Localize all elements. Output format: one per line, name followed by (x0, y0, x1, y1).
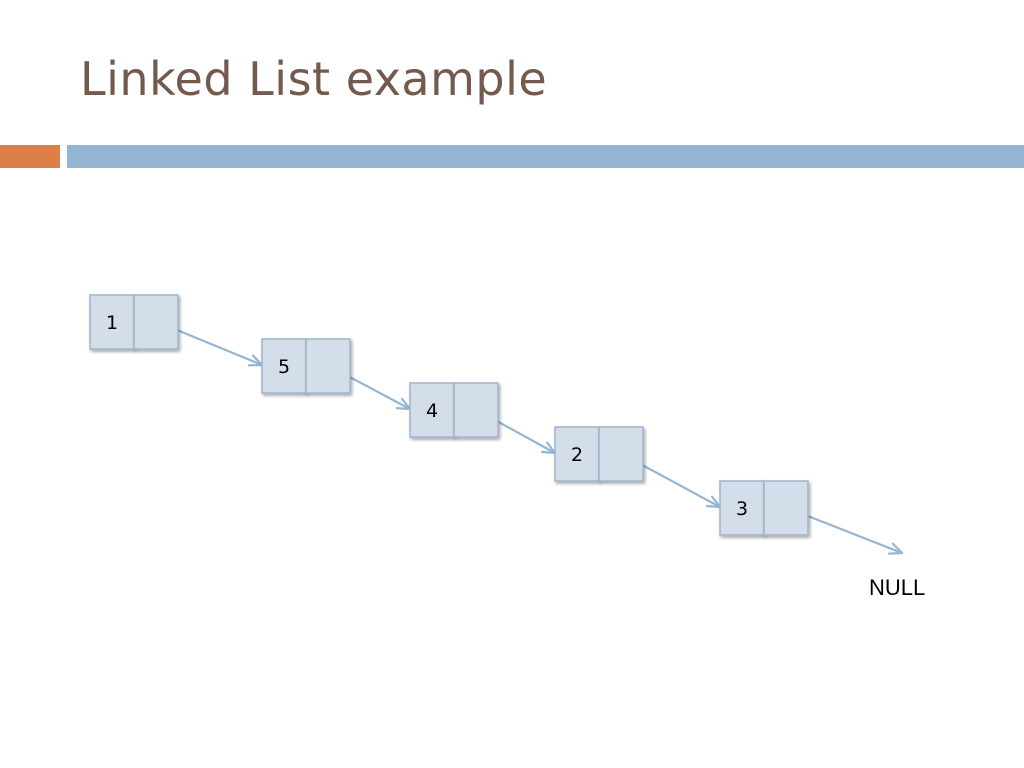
accent-bar (0, 145, 60, 168)
title-underline-bar (67, 145, 1024, 168)
null-label: NULL (869, 575, 925, 600)
node-pointer-cell (763, 480, 809, 536)
list-node: 3 (719, 480, 809, 536)
arrow-head (887, 542, 904, 555)
list-node: 1 (89, 294, 179, 350)
node-data-cell (719, 480, 765, 536)
list-node: 2 (554, 426, 644, 482)
node-data-cell (89, 294, 135, 350)
node-data-cell (554, 426, 600, 482)
nodes-layer: 1 5 4 2 3 (89, 294, 809, 536)
node-value: 1 (106, 312, 118, 334)
node-data-cell (409, 382, 455, 438)
node-pointer-cell (305, 338, 351, 394)
node-value: 3 (736, 498, 748, 520)
node-data-cell (261, 338, 307, 394)
slide-title: Linked List example (80, 52, 548, 106)
list-node: 4 (409, 382, 499, 438)
node-pointer-cell (453, 382, 499, 438)
list-node: 5 (261, 338, 351, 394)
node-pointer-cell (133, 294, 179, 350)
node-pointer-cell (598, 426, 644, 482)
node-value: 4 (426, 400, 438, 422)
node-value: 2 (571, 444, 583, 466)
node-value: 5 (278, 356, 290, 378)
